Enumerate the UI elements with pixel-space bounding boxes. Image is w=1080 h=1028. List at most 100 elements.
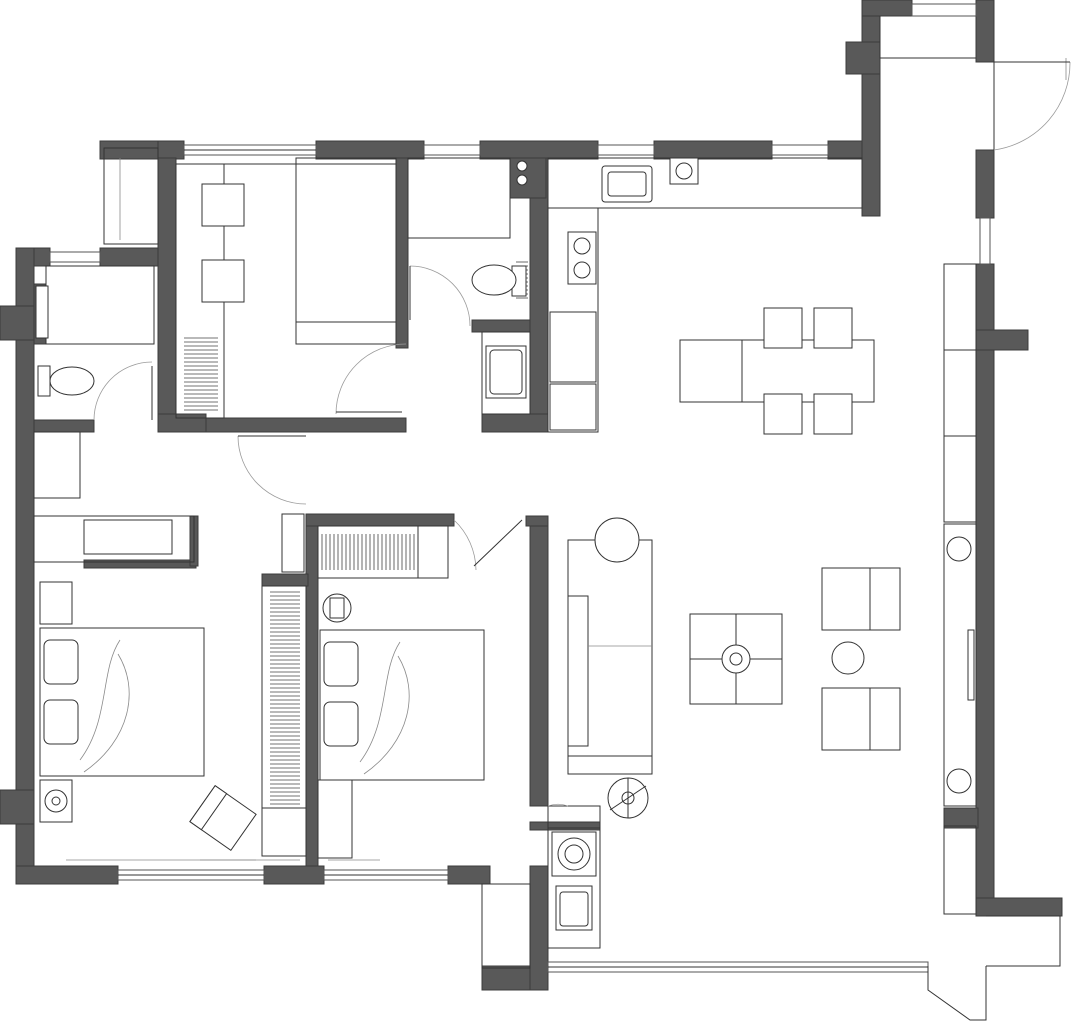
wall-bath1-divider [33,419,95,433]
wall-study-left [157,157,177,433]
tv [967,629,975,701]
pipe-1 [516,160,528,172]
cooktop [567,231,597,285]
wall-right-2 [975,263,995,915]
wall-vanity-top [83,559,197,569]
door-bedroom2 [453,519,477,571]
cabinet-right-lower [943,825,977,915]
oven [549,383,597,431]
sink-bath2 [485,345,527,399]
window-top-dining [771,144,829,156]
corridor-vanity [33,515,195,563]
wall-top-3 [479,140,599,160]
wardrobe-hatching [184,261,528,805]
bath2-sink-counter [481,331,531,415]
toilet-bath1 [37,365,95,397]
door-bath1 [93,361,153,421]
master-side-cabinet [261,807,307,857]
door-entry [993,61,1071,151]
sideboard [679,339,743,403]
nightstand-master-bottom [39,779,73,823]
partitions [33,16,1067,1021]
dining-set [679,307,875,435]
wall-right-bottom [975,897,1063,917]
wall-bottom-2 [263,865,325,885]
wall-bath2-mid [471,319,531,333]
wall-top-1 [157,140,185,160]
wall-notch-pier [845,41,881,75]
kitchen-counter-side [547,207,599,433]
wall-bedroom2-corner [525,515,549,527]
nightstand-bedroom2 [322,593,352,623]
dining-chair-2 [813,307,853,349]
master-bedroom [39,581,257,852]
corridor-cabinet [281,513,305,573]
wall-left [15,247,35,885]
round-side-table [831,641,865,675]
lounge-chair [189,784,257,852]
windows [49,3,991,973]
floor-lamp [607,777,649,819]
wall-top-right [975,0,995,63]
second-bedroom [319,593,485,781]
window-top-kitchen [597,144,655,156]
wall-notch-right [861,0,881,217]
study-stool-2 [201,259,245,303]
kitchen-sink [601,165,653,203]
washing-machine [551,831,597,877]
door-balcony [547,803,569,807]
master-bed [39,627,205,777]
wall-bath2-right [529,157,549,433]
door-study [335,343,407,415]
wall-study-bottom-1 [157,413,207,433]
water-heater [669,157,699,185]
wall-right-stub [943,807,979,829]
armchair-2 [821,687,901,751]
dining-chair-1 [763,307,803,349]
bedroom2-side-cabinet [317,779,353,859]
dining-table [741,339,875,403]
walls [0,0,1063,991]
kitchen-counter-top [547,157,863,209]
door-master [237,435,307,505]
window-left-bath [49,251,101,263]
speaker-2 [946,768,972,794]
door-bath2 [409,265,471,327]
wardrobe-master [261,585,307,809]
dining-chair-3 [763,393,803,435]
speaker-1 [946,536,972,562]
second-bed [319,629,485,781]
side-table-top [594,517,640,563]
bath2-shower [407,157,511,239]
window-top-bath [423,144,481,156]
wall-bedroom2-right [529,515,549,807]
study-stool-1 [201,183,245,227]
kitchen-fixtures [567,157,699,285]
wall-left-pier-1 [0,305,35,341]
nightstand-master-top [39,581,73,625]
wall-bath2-bottom [481,413,549,433]
wall-wardrobe-master-top [261,573,309,587]
wall-right-1 [975,149,995,219]
sink-bath1 [35,285,49,339]
coffee-table [689,613,783,705]
sofa [567,539,653,775]
study [201,183,245,303]
study-bed [295,157,397,345]
laundry-sink [555,885,593,931]
tv-cabinet [943,523,977,807]
wall-left-top-2 [99,247,161,267]
doors [93,61,1071,807]
wardrobe-bedroom2 [317,525,449,579]
armchair-1 [821,567,901,631]
wall-top-4 [653,140,773,160]
pipe-2 [516,174,528,186]
wall-bath-top-divider [395,157,409,349]
ac-shaft-left [103,147,159,245]
wall-bottom-5 [529,865,549,991]
dining-chair-4 [813,393,853,435]
toilet-bath2 [471,264,527,297]
window-right-1 [979,217,991,265]
wall-study-bottom-2 [205,417,407,433]
